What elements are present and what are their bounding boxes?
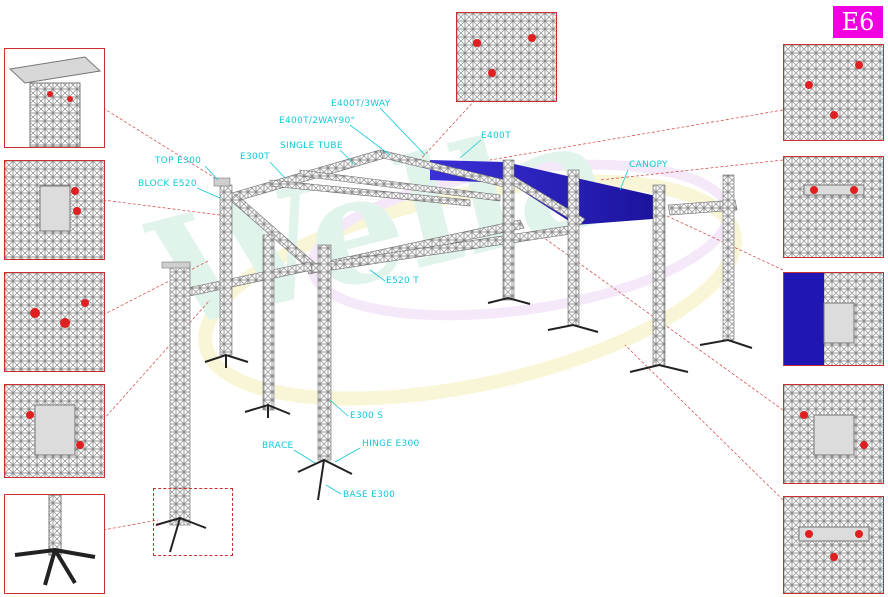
detail-canopy-edge bbox=[783, 272, 884, 366]
label-e400t: E400T bbox=[481, 131, 511, 141]
label-single-tube: SINGLE TUBE bbox=[280, 141, 343, 151]
label-base-e300: BASE E300 bbox=[343, 490, 395, 500]
model-badge: E6 bbox=[833, 6, 883, 38]
label-e300s: E300 S bbox=[350, 411, 383, 421]
base-highlight-frame bbox=[153, 488, 233, 556]
roof-trusses bbox=[177, 149, 738, 299]
detail-2way-corner bbox=[783, 44, 884, 141]
detail-hinge bbox=[783, 496, 884, 594]
label-block-e520: BLOCK E520 bbox=[138, 179, 197, 189]
label-e520t: E520 T bbox=[386, 276, 419, 286]
towers bbox=[169, 159, 735, 526]
detail-t-joint bbox=[783, 156, 884, 258]
label-brace: BRACE bbox=[262, 441, 294, 451]
top-e300 bbox=[213, 177, 231, 187]
top-cap bbox=[161, 261, 191, 269]
detail-sleeve bbox=[4, 384, 105, 478]
detail-top-plate bbox=[4, 48, 105, 148]
label-canopy: CANOPY bbox=[629, 160, 668, 170]
tower-bases bbox=[155, 296, 753, 553]
label-hinge-e300: HINGE E300 bbox=[362, 439, 420, 449]
detail-3way-corner bbox=[456, 12, 557, 102]
label-e400t-3way: E400T/3WAY bbox=[331, 99, 391, 109]
pointer-lines bbox=[102, 99, 784, 531]
callout-labels: E400T/3WAY E400T/2WAY90° E400T SINGLE TU… bbox=[138, 99, 668, 500]
detail-corner-block bbox=[783, 384, 884, 484]
detail-block bbox=[4, 160, 105, 260]
label-top-e300: TOP E300 bbox=[154, 156, 201, 166]
label-e400t-2way90: E400T/2WAY90° bbox=[279, 116, 355, 126]
label-leaders bbox=[196, 107, 629, 495]
label-e300t: E300T bbox=[240, 152, 270, 162]
watermark-text: Wella bbox=[134, 82, 628, 365]
detail-joint bbox=[4, 272, 105, 372]
detail-base bbox=[4, 494, 105, 594]
